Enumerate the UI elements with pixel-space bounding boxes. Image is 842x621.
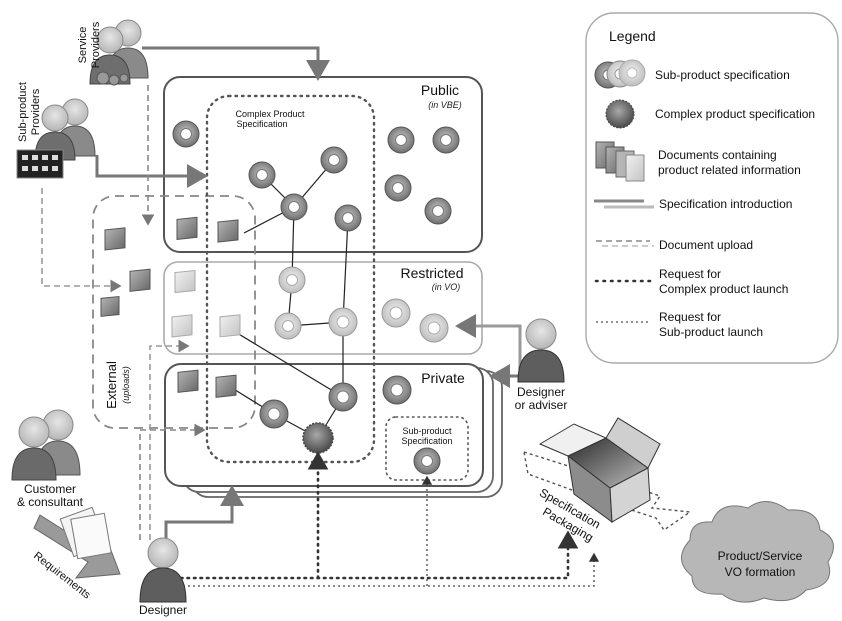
- legend: Legend Sub-product specification Complex…: [585, 12, 839, 364]
- document-icon: [174, 269, 196, 294]
- document-icon: [104, 227, 126, 251]
- subproduct-providers-label-2: Providers: [30, 88, 42, 135]
- sub-product-spec-icon: [172, 120, 200, 148]
- document-icon: [177, 369, 199, 393]
- vo-formation-cloud: Product/Service VO formation: [681, 501, 834, 603]
- document-icon: [100, 295, 120, 317]
- sub-product-spec-icon: [381, 298, 411, 328]
- sub-product-spec-icon: [274, 312, 302, 340]
- complex-product-spec-icon: [605, 99, 635, 129]
- sub-product-spec-icon: [280, 193, 308, 221]
- sub-product-spec-icon: [320, 146, 348, 174]
- legend-label-2b: product related information: [658, 163, 801, 177]
- legend-label-5a: Request for: [659, 267, 721, 281]
- sub-product-spec-icon: [424, 197, 452, 225]
- cloud-label-2: VO formation: [725, 565, 796, 579]
- complex-spec-label-1: Complex Product: [235, 109, 305, 119]
- designer-actor: Designer: [139, 537, 187, 617]
- restricted-title: Restricted: [400, 265, 463, 281]
- external-subtitle: (uploads): [121, 366, 131, 404]
- service-providers-label-2: Providers: [90, 21, 102, 68]
- customer-label-1: Customer: [24, 482, 76, 496]
- service-providers-label-1: Service: [77, 27, 89, 64]
- designer-adviser-actor: Designer or adviser: [515, 318, 568, 412]
- document-upload-line-icon: [596, 240, 654, 247]
- sub-spec-label-2: Specification: [401, 436, 452, 446]
- legend-label-0: Sub-product specification: [655, 68, 790, 82]
- customer-consultant-actor: Customer & consultant: [11, 409, 84, 509]
- complex-spec-label-2: Specification: [236, 119, 287, 129]
- private-title: Private: [421, 370, 465, 386]
- gear-icon: [96, 71, 129, 86]
- sub-product-spec-icon: [259, 399, 289, 429]
- legend-label-6a: Request for: [659, 310, 721, 324]
- document-icon: [219, 314, 241, 338]
- designer-adviser-label-2: or adviser: [515, 398, 568, 412]
- document-icon: [217, 219, 239, 243]
- sub-product-spec-icon: [387, 126, 415, 154]
- spec-introduction-line-icon: [594, 199, 654, 209]
- legend-label-5b: Complex product launch: [659, 282, 788, 296]
- sub-product-spec-icon: [419, 313, 449, 343]
- complex-spec-region: Complex Product Specification: [205, 94, 376, 464]
- complex-product-spec-icon: [302, 422, 334, 454]
- public-title: Public: [421, 82, 459, 98]
- flows: [41, 46, 600, 587]
- sub-product-spec-icon: [384, 174, 412, 202]
- customer-label-2: & consultant: [17, 495, 84, 509]
- legend-title: Legend: [609, 28, 656, 44]
- open-box-icon: [538, 417, 661, 524]
- sub-product-spec-icon: [328, 307, 358, 337]
- legend-label-6b: Sub-product launch: [659, 325, 763, 339]
- restricted-zone: Restricted (in VO): [163, 261, 483, 355]
- sub-product-spec-icon: [278, 266, 306, 294]
- subproduct-providers-label-1: Sub-product: [17, 82, 29, 142]
- external-zone: External (uploads): [92, 195, 256, 429]
- external-title: External: [104, 361, 119, 409]
- document-icon: [129, 268, 151, 292]
- sub-spec-label-1: Sub-product: [402, 426, 452, 436]
- legend-label-2a: Documents containing: [658, 148, 777, 162]
- document-icon: [176, 216, 198, 240]
- specification-packaging: Specification Packaging: [523, 417, 692, 545]
- documents-icon: [595, 141, 645, 182]
- designer-label: Designer: [139, 603, 187, 617]
- sub-product-spec-icon: [413, 447, 441, 475]
- circuit-board-icon: [16, 149, 64, 179]
- spec-rings: [172, 120, 460, 475]
- public-subtitle: (in VBE): [428, 100, 462, 110]
- sub-product-spec-icon: [432, 126, 460, 154]
- requirements-element: Requirements: [31, 506, 121, 602]
- legend-label-4: Document upload: [659, 238, 753, 252]
- service-providers-actor: Service Providers: [77, 19, 149, 86]
- documents: [100, 216, 241, 398]
- sub-product-spec-icon: [382, 375, 412, 405]
- document-icon: [171, 314, 193, 338]
- sub-product-spec-icon: [334, 204, 362, 232]
- designer-adviser-label-1: Designer: [517, 385, 565, 399]
- sub-product-spec-icon: [594, 59, 646, 89]
- sub-product-spec-icon: [248, 161, 276, 189]
- legend-label-1: Complex product specification: [655, 107, 815, 121]
- cloud-label-1: Product/Service: [718, 549, 803, 563]
- subproduct-providers-actor: Sub-product Providers: [16, 82, 96, 179]
- legend-label-3: Specification introduction: [659, 197, 792, 211]
- document-icon: [215, 374, 237, 398]
- sub-product-spec-icon: [328, 382, 358, 412]
- documents-stack-icon: [59, 506, 112, 560]
- restricted-subtitle: (in VO): [432, 282, 461, 292]
